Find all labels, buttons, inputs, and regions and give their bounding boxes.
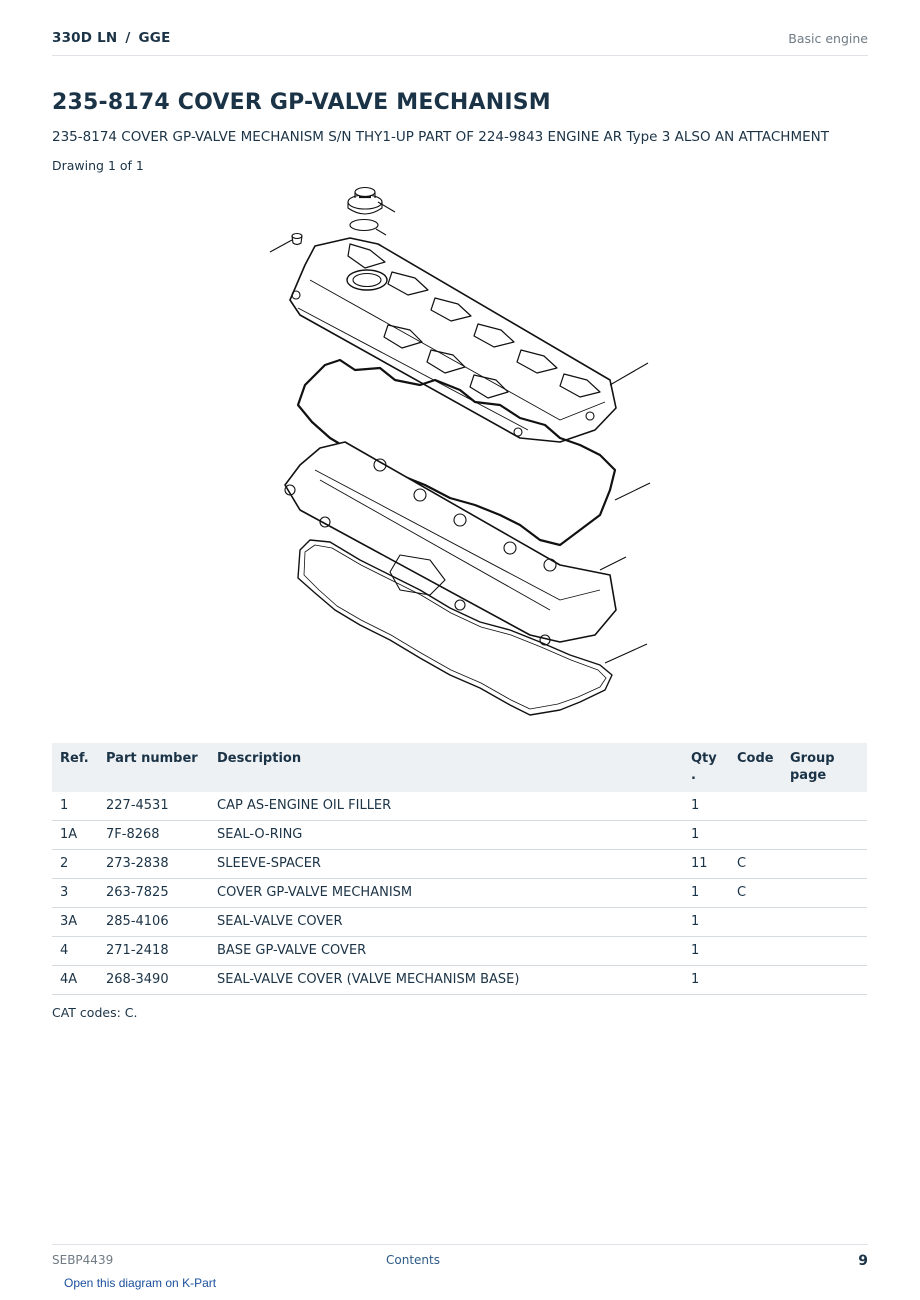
breadcrumb-separator: / bbox=[125, 30, 131, 46]
valve-cover-base-drawing bbox=[284, 441, 627, 646]
cell-part-number: 227-4531 bbox=[98, 792, 209, 821]
page-number: 9 bbox=[858, 1253, 868, 1269]
cell-group-page bbox=[782, 849, 867, 879]
cell-qty: 1 bbox=[683, 820, 729, 850]
page-header: 330D LN / GGE Basic engine bbox=[52, 28, 868, 56]
cell-part-number: 268-3490 bbox=[98, 965, 209, 995]
table-row: 3 263-7825 COVER GP-VALVE MECHANISM 1 C bbox=[52, 878, 867, 908]
cell-group-page bbox=[782, 820, 867, 850]
table-row: 1A 7F-8268 SEAL-O-RING 1 bbox=[52, 820, 867, 850]
header-part-number: Part number bbox=[98, 743, 209, 792]
valve-cover-exploded-diagram bbox=[269, 186, 651, 716]
cell-ref: 3A bbox=[52, 907, 98, 937]
cell-description: SEAL-VALVE COVER bbox=[209, 907, 683, 937]
header-description: Description bbox=[209, 743, 683, 792]
header-ref: Ref. bbox=[52, 743, 98, 792]
page-title: 235-8174 COVER GP-VALVE MECHANISM bbox=[52, 90, 551, 115]
header-qty-line2: . bbox=[691, 768, 696, 783]
cell-code bbox=[729, 965, 782, 995]
cell-group-page bbox=[782, 936, 867, 966]
cell-code bbox=[729, 820, 782, 850]
cell-description: SEAL-O-RING bbox=[209, 820, 683, 850]
cell-part-number: 263-7825 bbox=[98, 878, 209, 908]
cell-group-page bbox=[782, 792, 867, 821]
cell-ref: 1A bbox=[52, 820, 98, 850]
oil-filler-cap-drawing bbox=[347, 186, 396, 215]
cell-description: BASE GP-VALVE COVER bbox=[209, 936, 683, 966]
header-group-page-line2: page bbox=[790, 768, 827, 783]
cell-code: C bbox=[729, 878, 782, 908]
sleeve-spacer-drawing bbox=[269, 232, 303, 253]
contents-link[interactable]: Contents bbox=[386, 1253, 440, 1267]
cat-codes-note: CAT codes: C. bbox=[52, 1005, 138, 1020]
cell-description: SEAL-VALVE COVER (VALVE MECHANISM BASE) bbox=[209, 965, 683, 995]
cell-ref: 4A bbox=[52, 965, 98, 995]
table-row: 1 227-4531 CAP AS-ENGINE OIL FILLER 1 bbox=[52, 792, 867, 821]
cell-group-page bbox=[782, 907, 867, 937]
cell-description: COVER GP-VALVE MECHANISM bbox=[209, 878, 683, 908]
table-row: 3A 285-4106 SEAL-VALVE COVER 1 bbox=[52, 907, 867, 937]
header-group-page-line1: Group bbox=[790, 751, 835, 766]
cell-description: CAP AS-ENGINE OIL FILLER bbox=[209, 792, 683, 821]
header-code: Code bbox=[729, 743, 782, 792]
cell-part-number: 285-4106 bbox=[98, 907, 209, 937]
cell-ref: 3 bbox=[52, 878, 98, 908]
cell-qty: 1 bbox=[683, 792, 729, 821]
valve-cover-drawing bbox=[289, 237, 649, 443]
drawing-label: Drawing 1 of 1 bbox=[52, 158, 144, 173]
cell-description: SLEEVE-SPACER bbox=[209, 849, 683, 879]
cell-code bbox=[729, 936, 782, 966]
page-subtitle: 235-8174 COVER GP-VALVE MECHANISM S/N TH… bbox=[52, 129, 829, 145]
cell-qty: 1 bbox=[683, 878, 729, 908]
breadcrumb-prefix: GGE bbox=[138, 30, 171, 46]
table-row: 2 273-2838 SLEEVE-SPACER 11 C bbox=[52, 849, 867, 879]
section-name: Basic engine bbox=[788, 31, 868, 46]
breadcrumb-model: 330D LN bbox=[52, 30, 118, 46]
cell-qty: 1 bbox=[683, 936, 729, 966]
breadcrumb: 330D LN / GGE bbox=[52, 30, 171, 46]
base-seal-drawing bbox=[297, 539, 648, 716]
cell-code: C bbox=[729, 849, 782, 879]
cell-part-number: 273-2838 bbox=[98, 849, 209, 879]
header-qty-line1: Qty bbox=[691, 751, 717, 766]
cell-qty: 1 bbox=[683, 907, 729, 937]
header-qty: Qty. bbox=[683, 743, 729, 792]
cell-qty: 1 bbox=[683, 965, 729, 995]
parts-table-header-row: Ref. Part number Description Qty. Code G… bbox=[52, 743, 867, 792]
kpart-diagram-link[interactable]: Open this diagram on K-Part bbox=[64, 1276, 217, 1290]
parts-table: Ref. Part number Description Qty. Code G… bbox=[52, 743, 867, 995]
page-footer: SEBP4439 Contents 9 bbox=[52, 1244, 868, 1275]
cell-ref: 1 bbox=[52, 792, 98, 821]
cell-part-number: 271-2418 bbox=[98, 936, 209, 966]
cell-ref: 2 bbox=[52, 849, 98, 879]
cell-ref: 4 bbox=[52, 936, 98, 966]
cell-code bbox=[729, 792, 782, 821]
header-group-page: Group page bbox=[782, 743, 867, 792]
document-number: SEBP4439 bbox=[52, 1253, 114, 1267]
cell-qty: 11 bbox=[683, 849, 729, 879]
o-ring-drawing bbox=[349, 218, 387, 236]
table-row: 4 271-2418 BASE GP-VALVE COVER 1 bbox=[52, 936, 867, 966]
cell-group-page bbox=[782, 965, 867, 995]
cell-group-page bbox=[782, 878, 867, 908]
cell-code bbox=[729, 907, 782, 937]
cell-part-number: 7F-8268 bbox=[98, 820, 209, 850]
table-row: 4A 268-3490 SEAL-VALVE COVER (VALVE MECH… bbox=[52, 965, 867, 995]
